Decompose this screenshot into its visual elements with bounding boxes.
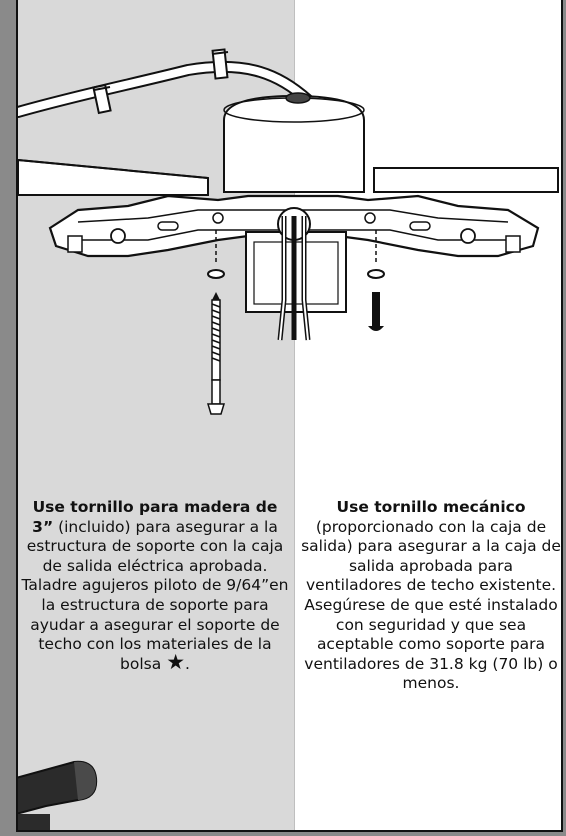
machine-screw [368,292,384,331]
outlet-box [223,94,365,193]
machine-screw-heading: Use tornillo mecánico [336,498,526,516]
wood-screw-heading: Use tornillo para madera de 3” [32,498,278,536]
cable-clip-2 [211,48,229,80]
panel-divider [294,0,295,830]
wood-screw [206,292,226,415]
hanging-wires [277,216,311,341]
wood-screw-body: (incluido) para asegurar a la estructura… [21,517,289,673]
machine-screw-instructions: Use tornillo mecánico (proporcionado con… [300,498,561,694]
machine-screw-body: (proporcionado con la caja de salida) pa… [301,517,561,693]
ceiling-ledge-right [373,167,559,193]
instruction-frame: Use tornillo para madera de 3” (incluido… [16,0,563,832]
washer-left [207,269,225,279]
wood-screw-instructions: Use tornillo para madera de 3” (incluido… [20,498,290,674]
ceiling-ledge-left [18,158,209,196]
star-icon: ★ [166,649,186,674]
cable-clip-1 [92,83,112,115]
drill-icon [18,760,98,830]
washer-right [367,269,385,279]
mounting-bracket-illustration [18,48,559,415]
wood-screw-end: . [185,654,190,673]
